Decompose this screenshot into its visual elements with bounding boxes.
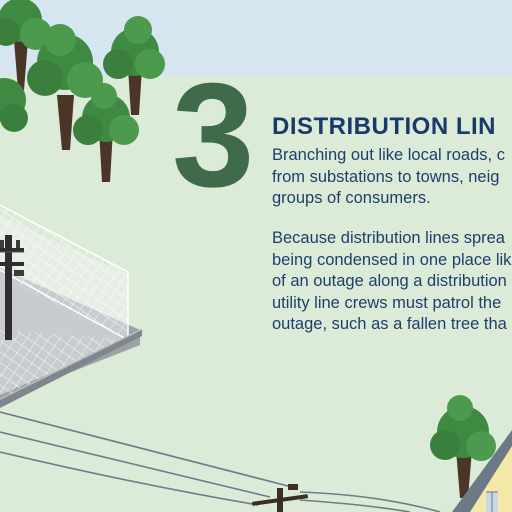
intro-paragraph: Branching out like local roads, c from s… — [272, 145, 512, 210]
paragraph-line: of an outage along a distribution — [272, 272, 507, 290]
paragraph-line: outage, such as a fallen tree tha — [272, 315, 507, 333]
tree-icon — [0, 78, 28, 132]
power-line-icon — [0, 411, 441, 512]
step-number: 3 — [172, 53, 254, 218]
utility-pole-icon — [0, 235, 24, 340]
paragraph-line: Branching out like local roads, c — [272, 146, 505, 164]
paragraph-line: groups of consumers. — [272, 189, 431, 207]
paragraph-line: being condensed in one place lik — [272, 250, 512, 269]
paragraph-line: utility line crews must patrol the — [272, 293, 502, 312]
tree-icon — [27, 24, 103, 150]
detail-paragraph: Because distribution lines sprea being c… — [272, 228, 512, 336]
tree-icon — [103, 16, 165, 115]
utility-pole-icon — [251, 484, 309, 512]
tree-icon — [430, 395, 496, 498]
paragraph-line: from substations to towns, neig — [272, 167, 500, 186]
section-heading: DISTRIBUTION LIN — [272, 113, 496, 140]
paragraph-line: Because distribution lines sprea — [272, 229, 505, 247]
house-icon — [452, 430, 512, 512]
tree-icon — [0, 0, 52, 90]
tree-icon — [73, 83, 139, 182]
substation-fence-icon — [0, 204, 143, 408]
